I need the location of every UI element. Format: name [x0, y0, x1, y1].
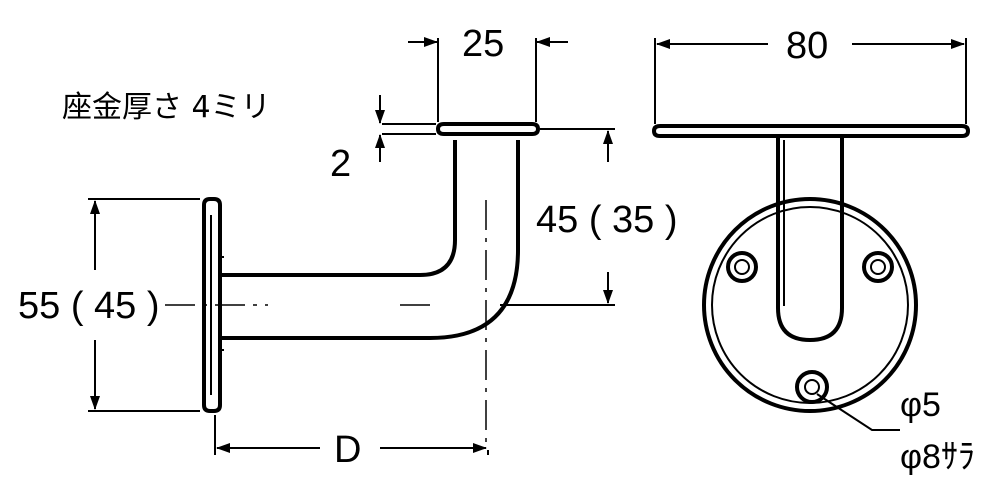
top-washer: [435, 122, 541, 136]
dimension-45-35: 45 ( 35 ): [500, 128, 678, 306]
front-stem: [776, 136, 844, 343]
washer-thickness-note: 座金厚さ 4ミリ: [62, 90, 271, 125]
side-view: 25 座金厚さ 4ミリ 2 45 ( 35 ) 55 ( 45 ): [18, 23, 678, 471]
dim-45-35-label: 45 ( 35 ): [536, 199, 678, 241]
phi5-label: φ5: [900, 386, 941, 424]
screw-hole-bottom: [795, 370, 829, 404]
dim-55-45-label: 55 ( 45 ): [18, 285, 160, 327]
dimension-55-45: 55 ( 45 ): [18, 198, 200, 412]
dimension-25: 25: [408, 23, 568, 122]
screw-hole-left: [726, 251, 758, 283]
front-top-plate: [651, 124, 971, 138]
leader-line: [816, 393, 900, 431]
dim-80-label: 80: [786, 25, 828, 67]
dim-25-label: 25: [462, 23, 504, 65]
dim-D-label: D: [334, 429, 361, 471]
phi8-countersunk-label: φ8ｻﾗ: [900, 438, 975, 476]
pipe-elbow: [220, 140, 520, 340]
round-flange: [702, 197, 918, 413]
dimension-2: 座金厚さ 4ミリ 2: [62, 90, 436, 185]
screw-hole-right: [862, 251, 894, 283]
dim-2-label: 2: [330, 143, 351, 185]
front-view: 80 φ5 φ8ｻﾗ: [651, 25, 975, 476]
dimension-D: D: [214, 415, 489, 471]
wall-flange: [202, 197, 224, 413]
dimension-80: 80: [654, 25, 967, 124]
